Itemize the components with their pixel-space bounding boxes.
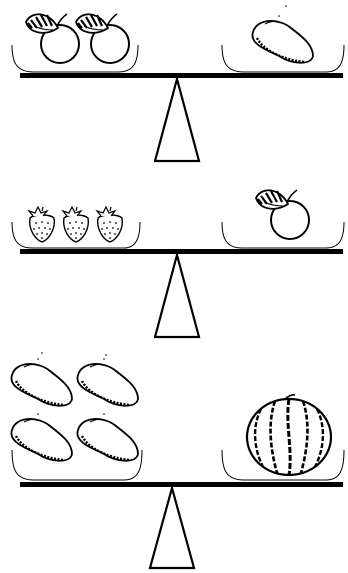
orange-icon [76, 14, 129, 63]
balance-fulcrum [155, 255, 199, 337]
balance-beam [20, 249, 343, 254]
orange-icon [256, 190, 309, 239]
mango-icon [11, 413, 72, 461]
balance-fulcrum [155, 79, 199, 161]
mango-icon [252, 15, 313, 63]
mango-icon [77, 358, 138, 406]
balance-beam [20, 482, 343, 487]
strawberry-icon [97, 207, 122, 242]
orange-icon [26, 14, 79, 63]
balance-1 [12, 5, 344, 161]
balance-fulcrum [150, 488, 194, 568]
strawberry-icon [29, 207, 54, 242]
mango-icon [11, 358, 72, 406]
strawberry-icon [63, 207, 88, 242]
mango-icon [77, 413, 138, 461]
balance-2 [12, 190, 344, 337]
balance-beam [20, 73, 343, 78]
watermelon-icon [247, 395, 331, 475]
balance-3 [11, 352, 344, 568]
